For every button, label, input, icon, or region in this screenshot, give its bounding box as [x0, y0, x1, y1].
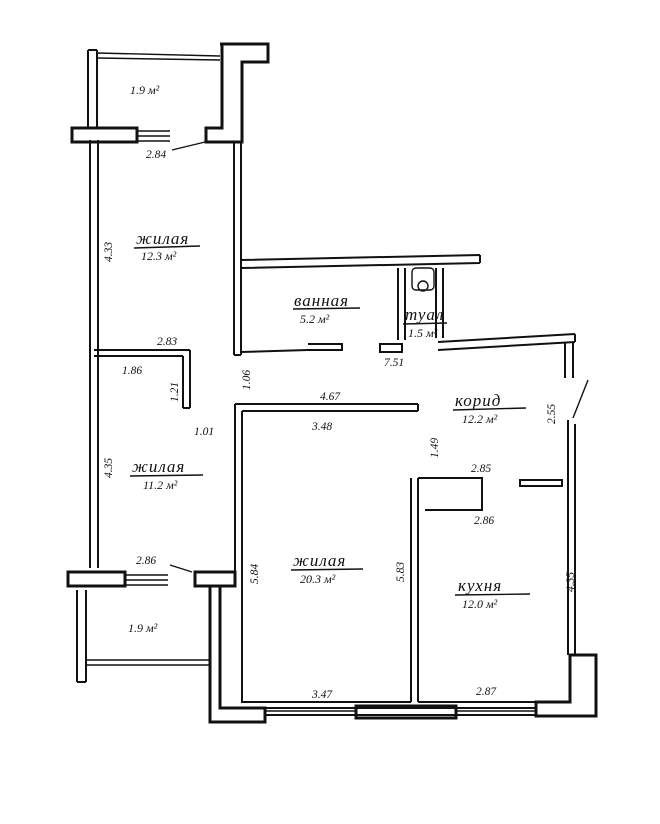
dim-living-2-top-width: 2.83	[157, 336, 177, 348]
living-1-area: 12.3 м²	[141, 249, 177, 263]
kitchen-niche	[418, 477, 483, 511]
bathroom-toilet-wall	[397, 268, 406, 340]
dim-living-1-height: 4.33	[103, 242, 115, 262]
toilet-name: туал	[405, 305, 444, 324]
living-1-name: жилая	[136, 229, 189, 248]
living2-top-wall	[94, 349, 191, 409]
bathroom-name: ванная	[294, 291, 349, 310]
dimension-labels: 2.84 4.33 2.83 1.86 1.21 1.01 1.06 7.51 …	[103, 149, 577, 701]
dim-living-2-height: 4.35	[103, 458, 115, 478]
corridor-area: 12.2 м²	[462, 412, 498, 426]
dim-living-3-right: 5.83	[395, 562, 407, 582]
dim-opening-1: 1.01	[194, 426, 214, 438]
corridor-top-wall	[437, 333, 576, 351]
corridor-right-stub	[564, 342, 574, 378]
corridor-name: корид	[455, 391, 501, 410]
balcony-top-area: 1.9 м²	[130, 83, 160, 97]
area-underline-corridor	[452, 407, 527, 411]
room-labels: 1.9 м² жилая 12.3 м² ванная 5.2 м² туал …	[128, 83, 502, 635]
area-underline-living3	[290, 568, 364, 571]
dim-kitchen-bottom: 2.87	[476, 686, 497, 698]
top-balcony-right-pillar	[204, 42, 270, 144]
dim-top-balcony-width: 2.84	[146, 149, 166, 161]
living-3-area: 20.3 м²	[300, 572, 336, 586]
bathroom-area: 5.2 м²	[300, 312, 330, 326]
living3-left-wall	[234, 404, 243, 575]
bottom-left-pillar	[193, 570, 267, 724]
living1-right-wall	[233, 142, 242, 356]
living-2-name: жилая	[132, 457, 185, 476]
area-underline-bathroom	[292, 307, 361, 310]
dim-corridor-step: 1.49	[429, 438, 441, 458]
dim-kitchen-niche-top: 2.85	[471, 463, 491, 475]
kitchen-area: 12.0 м²	[462, 597, 498, 611]
area-underline-living2	[129, 474, 204, 477]
toilet-bowl-icon	[411, 267, 435, 291]
living-3-name: жилая	[293, 551, 346, 570]
toilet-right-wall	[435, 268, 444, 338]
dim-corridor-right: 2.55	[546, 404, 558, 424]
kitchen-name: кухня	[458, 576, 502, 595]
dim-corridor-left: 1.06	[241, 370, 253, 390]
corridor-door-leaf	[572, 379, 589, 419]
dim-bottom-balcony-width: 2.86	[136, 555, 156, 567]
bottom-balcony-slab	[66, 570, 127, 588]
area-underline-toilet	[402, 322, 448, 325]
walls	[66, 42, 598, 724]
toilet-area: 1.5 м²	[408, 326, 438, 340]
top-balcony-wall	[96, 52, 221, 61]
bottom-outer-wall	[265, 707, 536, 716]
dim-living-3-bottom: 3.47	[311, 689, 333, 701]
top-balcony-slab	[70, 126, 139, 144]
left-outer-wall-low	[76, 590, 87, 683]
living3-top-wall	[235, 403, 419, 412]
right-lower-pillar	[534, 653, 598, 718]
dim-kitchen-right: 4.35	[565, 572, 577, 592]
kitchen-left-wall	[410, 478, 419, 702]
bottom-pillar-mid	[354, 704, 458, 720]
bottom-window	[125, 574, 168, 586]
dim-toilet-width: 7.51	[384, 357, 404, 369]
area-underline-living1	[133, 245, 201, 249]
kitchen-partition-right	[519, 479, 563, 487]
living-2-area: 11.2 м²	[143, 478, 178, 492]
right-outer-wall	[567, 420, 576, 655]
living3-bottom-inner	[241, 575, 570, 703]
top-window	[137, 130, 170, 142]
balcony-bottom-area: 1.9 м²	[128, 621, 158, 635]
left-outer-wall	[87, 49, 98, 128]
toilet-bottom-wall	[379, 343, 403, 353]
top-dim-leader	[171, 141, 206, 151]
dim-living-2-wall-b: 1.21	[169, 382, 181, 402]
area-underline-kitchen	[454, 593, 531, 596]
dim-corridor-top: 4.67	[320, 391, 341, 403]
bottom-balcony-rail	[86, 659, 210, 666]
left-outer-wall-mid	[89, 140, 99, 568]
dim-living-3-left: 5.84	[249, 564, 261, 584]
toilet-seat-icon	[417, 280, 429, 292]
dim-living-2-wall-a: 1.86	[122, 365, 142, 377]
bathroom-bottom-wall	[240, 343, 343, 353]
dim-kitchen-niche-bottom: 2.86	[474, 515, 494, 527]
bottom-balcony-leader	[169, 564, 193, 573]
dim-living-3-top: 3.48	[311, 421, 332, 433]
bathroom-top-wall	[240, 254, 481, 269]
